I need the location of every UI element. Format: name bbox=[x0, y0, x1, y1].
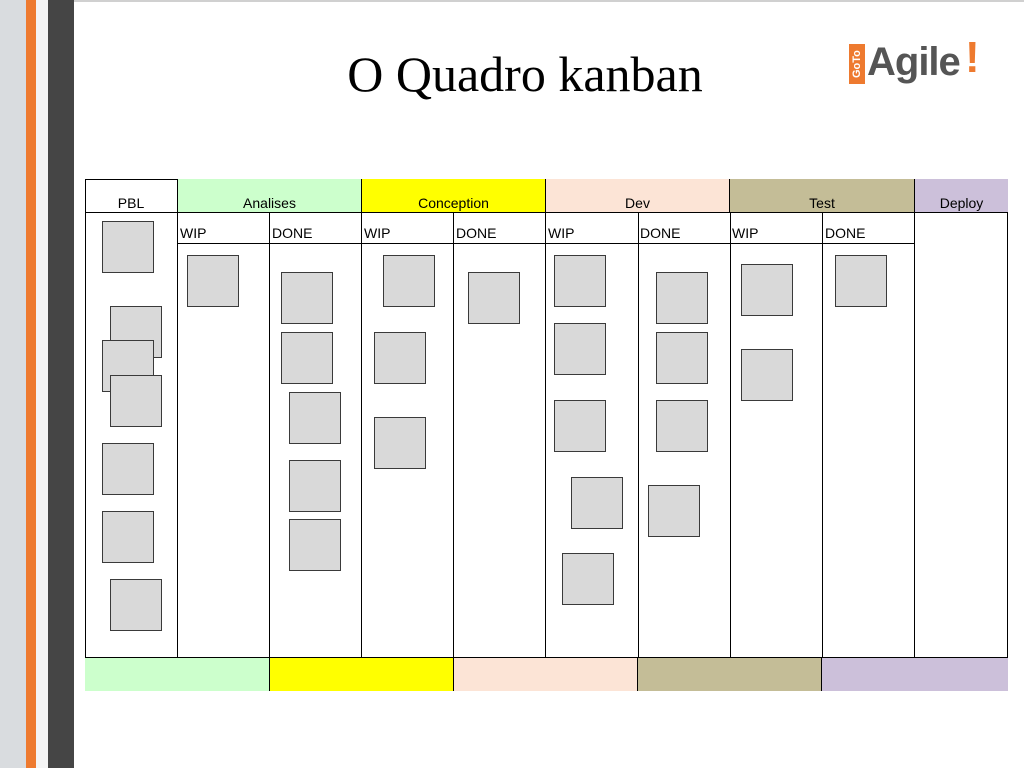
header-dev: Dev bbox=[546, 179, 730, 213]
card-dev-done[interactable] bbox=[656, 400, 708, 452]
card-dev-done[interactable] bbox=[656, 332, 708, 384]
footer-analises bbox=[85, 657, 270, 691]
test-wip-label: WIP bbox=[732, 225, 759, 241]
card-conception-done[interactable] bbox=[468, 272, 520, 324]
side-bar-dark bbox=[48, 0, 74, 768]
card-analises-done[interactable] bbox=[289, 392, 341, 444]
card-pbl[interactable] bbox=[102, 221, 154, 273]
card-test-done[interactable] bbox=[835, 255, 887, 307]
divider-test-mid bbox=[822, 213, 823, 657]
side-bar-orange bbox=[26, 0, 36, 768]
header-conception: Conception bbox=[362, 179, 546, 213]
card-dev-done[interactable] bbox=[648, 485, 700, 537]
divider-conception-mid bbox=[453, 213, 454, 657]
side-bar-light bbox=[0, 0, 26, 768]
card-analises-done[interactable] bbox=[281, 272, 333, 324]
footer-deploy bbox=[822, 657, 1008, 691]
logo-exclamation: ! bbox=[965, 33, 980, 82]
card-dev-wip[interactable] bbox=[554, 255, 606, 307]
card-test-wip[interactable] bbox=[741, 264, 793, 316]
test-done-label: DONE bbox=[825, 225, 866, 241]
card-dev-wip[interactable] bbox=[562, 553, 614, 605]
footer-conception bbox=[270, 657, 454, 691]
analises-wip-label: WIP bbox=[180, 225, 207, 241]
card-pbl[interactable] bbox=[110, 375, 162, 427]
dev-wip-label: WIP bbox=[548, 225, 575, 241]
header-analises: Analises bbox=[178, 179, 362, 213]
logo-agile-text: Agile bbox=[867, 40, 961, 84]
divider-analises bbox=[361, 213, 362, 657]
divider-analises-mid bbox=[269, 213, 270, 657]
dev-done-label: DONE bbox=[640, 225, 681, 241]
card-test-wip[interactable] bbox=[741, 349, 793, 401]
card-dev-wip[interactable] bbox=[571, 477, 623, 529]
card-conception-wip[interactable] bbox=[374, 417, 426, 469]
conception-done-label: DONE bbox=[456, 225, 497, 241]
header-test: Test bbox=[730, 179, 915, 213]
card-pbl[interactable] bbox=[102, 443, 154, 495]
footer-dev bbox=[454, 657, 638, 691]
goto-agile-logo: GoTo Agile ! bbox=[849, 34, 989, 90]
card-pbl[interactable] bbox=[110, 579, 162, 631]
kanban-board: PBL Analises Conception Dev Test Deploy … bbox=[85, 179, 1008, 691]
card-dev-wip[interactable] bbox=[554, 400, 606, 452]
card-conception-wip[interactable] bbox=[383, 255, 435, 307]
header-pbl: PBL bbox=[85, 179, 178, 213]
logo-goto-text: GoTo bbox=[849, 44, 865, 84]
card-dev-done[interactable] bbox=[656, 272, 708, 324]
card-analises-done[interactable] bbox=[289, 519, 341, 571]
card-pbl[interactable] bbox=[102, 511, 154, 563]
footer-test bbox=[638, 657, 822, 691]
card-analises-done[interactable] bbox=[281, 332, 333, 384]
slide-area bbox=[74, 0, 1024, 768]
slide-title: O Quadro kanban bbox=[347, 46, 703, 102]
divider-test bbox=[914, 213, 915, 657]
card-analises-done[interactable] bbox=[289, 460, 341, 512]
conception-wip-label: WIP bbox=[364, 225, 391, 241]
divider-dev-mid bbox=[638, 213, 639, 657]
divider-dev bbox=[730, 213, 731, 657]
card-dev-wip[interactable] bbox=[554, 323, 606, 375]
header-deploy: Deploy bbox=[915, 179, 1008, 213]
divider-conception bbox=[545, 213, 546, 657]
divider-pbl bbox=[177, 213, 178, 657]
card-analises-wip[interactable] bbox=[187, 255, 239, 307]
subheader-separator bbox=[178, 243, 915, 244]
side-bar-white bbox=[36, 0, 48, 768]
analises-done-label: DONE bbox=[272, 225, 313, 241]
card-conception-wip[interactable] bbox=[374, 332, 426, 384]
